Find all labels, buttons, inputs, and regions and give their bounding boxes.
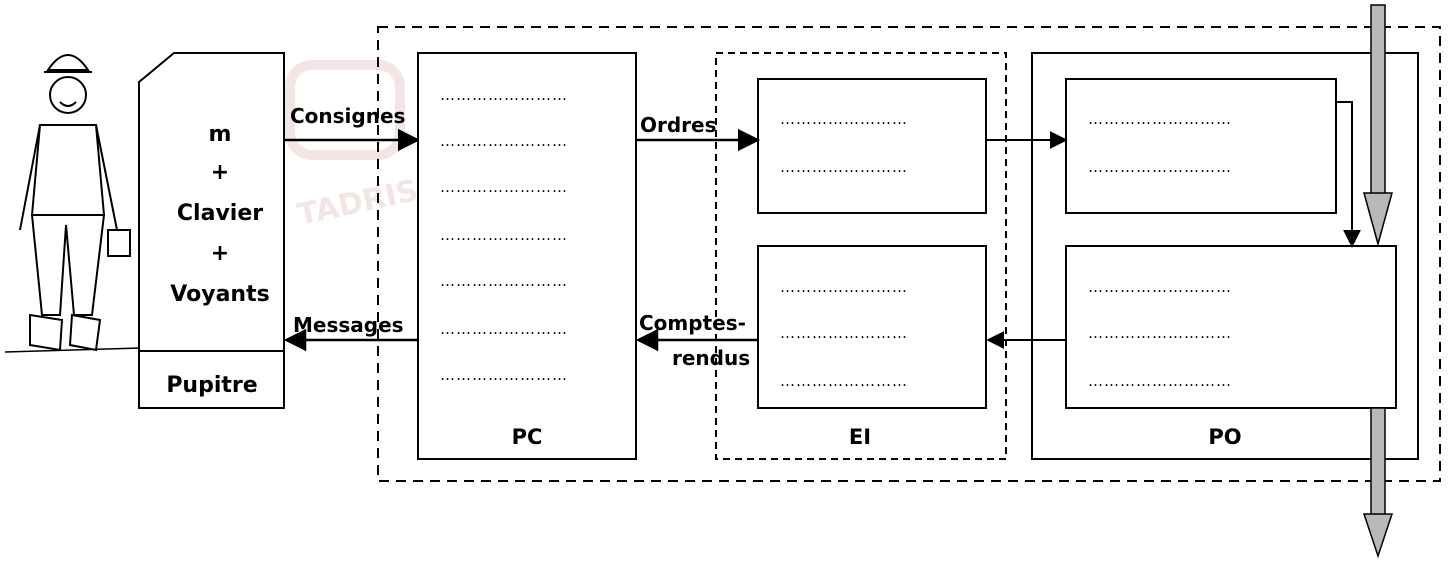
- pupitre-line: Clavier: [177, 201, 263, 226]
- pupitre-line: m: [209, 122, 232, 147]
- ei-preactionneurs-box: [757, 78, 987, 214]
- ei-blank: ……………………: [780, 110, 908, 128]
- svg-text:Consignes: Consignes: [290, 104, 405, 128]
- pupitre-block: m + Clavier + Voyants Pupitre: [138, 52, 285, 409]
- ei-blank: ……………………: [780, 324, 908, 342]
- pupitre-label: Pupitre: [166, 373, 257, 398]
- pupitre-line: +: [211, 160, 229, 185]
- po-blank: ………………………: [1088, 372, 1232, 390]
- matter-input-arrow: [1363, 4, 1393, 247]
- pc-label: PC: [512, 425, 543, 449]
- ei-blank: ……………………: [780, 372, 908, 390]
- ei-capteurs-box: [757, 245, 987, 409]
- po-blank: ………………………: [1088, 110, 1232, 128]
- system-boundary: [377, 26, 1441, 482]
- po-blank: ………………………: [1088, 278, 1232, 296]
- ei-blank: ……………………: [780, 278, 908, 296]
- pc-blank: ……………………: [440, 226, 568, 244]
- pc-blank: ……………………: [440, 272, 568, 290]
- svg-text:Messages: Messages: [293, 313, 404, 337]
- pc-blank: ……………………: [440, 178, 568, 196]
- pupitre-line: Voyants: [170, 282, 269, 307]
- comptes-rendus-arrow: Comptes- rendus: [635, 311, 758, 370]
- po-effecteurs-box: [1065, 245, 1397, 409]
- ei-blank: ……………………: [780, 158, 908, 176]
- svg-text:Comptes-: Comptes-: [639, 311, 746, 335]
- pc-blank: ……………………: [440, 86, 568, 104]
- ordres-arrow: Ordres: [636, 113, 761, 152]
- actionneurs-to-effecteurs-arrow: [1336, 101, 1361, 248]
- pc-blank: ……………………: [440, 132, 568, 150]
- consignes-arrow: Consignes: [284, 104, 421, 152]
- pc-blank: ……………………: [440, 366, 568, 384]
- operator-figure-icon: [4, 54, 141, 353]
- ei-block: …………………… …………………… …………………… …………………… ……………: [715, 52, 1007, 460]
- po-block: ……………………… ……………………… ……………………… ……………………… …: [1031, 52, 1419, 460]
- matter-output-arrow: [1362, 407, 1394, 559]
- po-label: PO: [1208, 425, 1241, 449]
- po-actionneurs-box: [1065, 78, 1337, 214]
- po-blank: ………………………: [1088, 158, 1232, 176]
- messages-arrow: Messages: [283, 313, 418, 352]
- pupitre-line: +: [211, 241, 229, 266]
- svg-text:rendus: rendus: [672, 346, 750, 370]
- svg-text:Ordres: Ordres: [640, 113, 717, 137]
- pc-blank: ……………………: [440, 320, 568, 338]
- po-blank: ………………………: [1088, 324, 1232, 342]
- pc-block: …………………… …………………… …………………… …………………… ……………: [417, 52, 637, 460]
- ei-label: EI: [849, 425, 871, 449]
